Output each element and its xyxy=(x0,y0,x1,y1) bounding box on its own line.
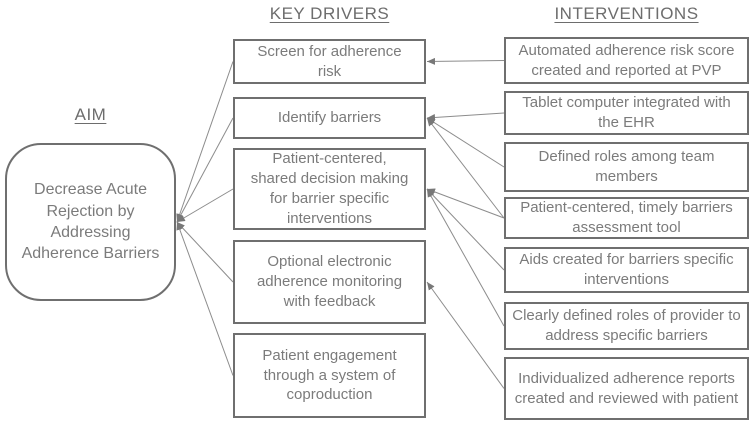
driver-box-3: Optional electronic adherence monitoring… xyxy=(233,240,426,324)
intervention-box-3: Patient-centered, timely barriers assess… xyxy=(504,197,749,239)
intervention-box-1: Tablet computer integrated with the EHR xyxy=(504,91,749,135)
driver-box-4: Patient engagement through a system of c… xyxy=(233,333,426,418)
key-drivers-column-header: KEY DRIVERS xyxy=(269,4,390,23)
intervention-box-6: Individualized adherence reports created… xyxy=(504,357,749,420)
intervention-box-5: Clearly defined roles of provider to add… xyxy=(504,302,749,350)
aim-column-header: AIM xyxy=(74,105,107,124)
intervention-box-0: Automated adherence risk score created a… xyxy=(504,37,749,84)
aim-box: Decrease Acute Rejection by Addressing A… xyxy=(5,143,176,301)
intervention-box-4: Aids created for barriers specific inter… xyxy=(504,247,749,293)
interventions-column-header: INTERVENTIONS xyxy=(554,4,699,23)
driver-box-2: Patient-centered, shared decision making… xyxy=(233,148,426,230)
intervention-box-2: Defined roles among team members xyxy=(504,142,749,192)
driver-box-1: Identify barriers xyxy=(233,97,426,139)
driver-box-0: Screen for adherence risk xyxy=(233,39,426,84)
